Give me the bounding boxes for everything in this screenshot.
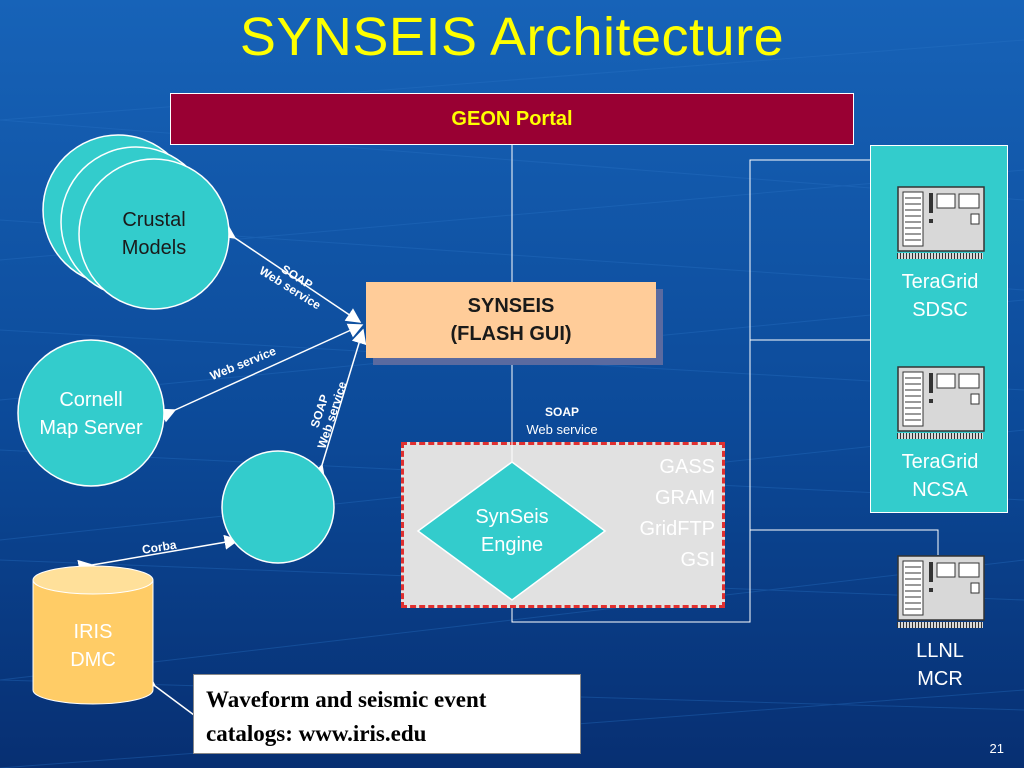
cornell-line1: Cornell [59, 389, 123, 411]
engine-ws-text: Web service [526, 422, 598, 437]
iris-line2: DMC [70, 649, 116, 671]
note-line2: catalogs: www.iris.edu [206, 721, 427, 746]
engine-line1: SynSeis [475, 506, 549, 528]
ncsa-line1: TeraGrid [901, 451, 979, 473]
server-llnl-mcr [897, 555, 985, 628]
llnl-line2: MCR [917, 668, 963, 690]
service-gram: GRAM [655, 487, 715, 509]
corba-arrow [77, 534, 240, 575]
crustal-arrow [219, 224, 362, 323]
engine-connection-label: SOAP Web service [508, 404, 616, 438]
llnl-label: LLNL MCR [880, 637, 1000, 693]
server-icon [897, 186, 985, 252]
page-number: 21 [989, 741, 1004, 756]
sdsc-label: TeraGrid SDSC [880, 268, 1000, 324]
engine-server-line [511, 159, 870, 623]
crustal-line2: Models [121, 237, 187, 259]
engine-llnl-line [750, 529, 939, 555]
iris-cylinder [32, 565, 154, 705]
middle-circle [221, 450, 335, 564]
cornell-line2: Map Server [39, 417, 143, 439]
iris-line1: IRIS [73, 621, 113, 643]
note-line1: Waveform and seismic event [206, 687, 487, 712]
sdsc-line1: TeraGrid [901, 271, 979, 293]
synseis-gui-box: SYNSEIS (FLASH GUI) [366, 282, 656, 358]
ncsa-line2: NCSA [912, 479, 968, 501]
service-gsi: GSI [680, 549, 715, 571]
server-teragrid-ncsa [897, 366, 985, 439]
server-vent [897, 253, 983, 259]
cornell-label: Cornell Map Server [18, 386, 164, 442]
grid-services-list: GASS GRAM GridFTP GSI [600, 452, 715, 576]
sdsc-line2: SDSC [912, 299, 968, 321]
cornell-circle [17, 339, 165, 487]
gui-line2: (FLASH GUI) [450, 323, 572, 345]
crustal-models-label: Crustal Models [96, 206, 212, 262]
server-vent [897, 622, 983, 628]
server-icon [897, 555, 985, 621]
engine-line2: Engine [480, 534, 544, 556]
llnl-line1: LLNL [916, 640, 964, 662]
slide-title: SYNSEIS Architecture [239, 7, 785, 67]
engine-soap-text: SOAP [544, 405, 579, 419]
engine-label: SynSeis Engine [446, 503, 578, 559]
server-vent [897, 433, 983, 439]
ncsa-label: TeraGrid NCSA [880, 448, 1000, 504]
engine-diamond [416, 461, 607, 601]
service-gridftp: GridFTP [639, 518, 715, 540]
note-arrow [139, 671, 199, 719]
gui-line1: SYNSEIS [467, 295, 555, 317]
iris-note-box: Waveform and seismic event catalogs: www… [193, 674, 581, 754]
crustal-models-circles [42, 134, 230, 310]
iris-label: IRIS DMC [40, 618, 146, 674]
crustal-line1: Crustal [122, 209, 186, 231]
server-icon [897, 366, 985, 432]
service-gass: GASS [659, 456, 715, 478]
server-teragrid-sdsc [897, 186, 985, 259]
geon-portal-box: GEON Portal [170, 93, 854, 145]
middle-arrow [310, 328, 367, 481]
